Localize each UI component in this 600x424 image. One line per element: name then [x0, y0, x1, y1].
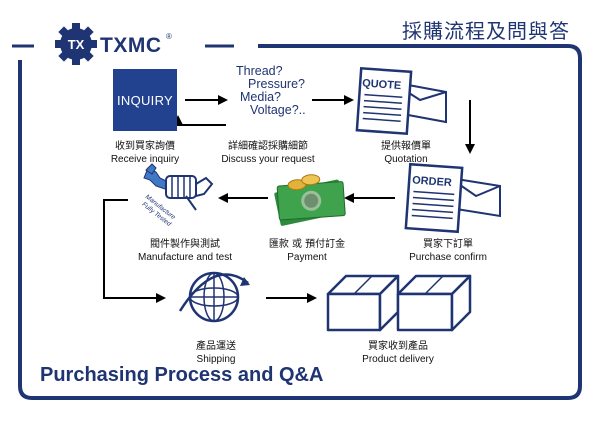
- question-pressure: Pressure?: [248, 77, 305, 91]
- logo-gear-icon: TX: [55, 23, 97, 65]
- flow-arrows: [103, 95, 475, 303]
- arrow-manufacture-to-shipping: [103, 199, 166, 303]
- order-document-icon: ORDER: [404, 162, 501, 234]
- caption-shipping-zh: 產品運送: [196, 341, 236, 352]
- outer-frame: [18, 44, 582, 400]
- manufacture-icon: Manufacture Fully Tested: [140, 163, 214, 228]
- globe-icon: [178, 271, 250, 323]
- order-label: ORDER: [412, 174, 453, 189]
- caption-order-zh: 買家下訂單: [423, 239, 473, 250]
- caption-quotation: 提供報價單 Quotation: [381, 140, 431, 166]
- caption-manufacture-zh: 閥件製作與測試: [149, 239, 220, 250]
- caption-manufacture-en: Manufacture and test: [138, 252, 232, 263]
- caption-quotation-en: Quotation: [384, 154, 428, 165]
- footer-title: Purchasing Process and Q&A: [40, 364, 324, 386]
- caption-inquiry-zh: 收到買家詢價: [115, 141, 175, 152]
- question-thread: Thread?: [236, 64, 283, 78]
- caption-delivery-zh: 買家收到產品: [367, 341, 428, 352]
- caption-order: 買家下訂單 Purchase confirm: [409, 238, 487, 264]
- cash-icon: [274, 174, 346, 226]
- caption-discuss-zh: 詳細確認採購細節: [228, 141, 308, 152]
- registered-mark: ®: [166, 32, 172, 41]
- caption-shipping-en: Shipping: [196, 354, 236, 365]
- box-icon-2: [396, 274, 472, 332]
- logo-badge-text: TX: [68, 37, 85, 52]
- arrow-discuss-back-to-inquiry: [173, 115, 226, 126]
- caption-payment-en: Payment: [287, 252, 327, 263]
- quote-document-icon: QUOTE: [355, 66, 447, 136]
- caption-discuss: 詳細確認採購細節 Discuss your request: [221, 140, 314, 166]
- brand-name: TXMC: [100, 34, 162, 57]
- question-media: Media?: [240, 90, 281, 104]
- caption-payment: 匯款 或 預付訂金 Payment: [269, 238, 345, 264]
- caption-shipping: 產品運送 Shipping: [196, 340, 236, 366]
- question-voltage: Voltage?..: [250, 103, 306, 117]
- inquiry-box: INQUIRY: [113, 69, 177, 131]
- quote-label: QUOTE: [362, 77, 402, 92]
- caption-order-en: Purchase confirm: [409, 252, 487, 263]
- caption-inquiry-en: Receive inquiry: [110, 154, 180, 165]
- caption-quotation-zh: 提供報價單: [381, 141, 431, 152]
- caption-inquiry: 收到買家詢價 Receive inquiry: [111, 140, 179, 166]
- caption-payment-zh: 匯款 或 預付訂金: [268, 239, 346, 250]
- caption-manufacture: 閥件製作與測試 Manufacture and test: [138, 238, 232, 264]
- page-title-zh: 採購流程及問與答: [402, 19, 570, 43]
- caption-discuss-en: Discuss your request: [221, 154, 315, 165]
- box-icon-1: [326, 274, 400, 332]
- caption-delivery-en: Product delivery: [362, 354, 434, 365]
- inquiry-label: INQUIRY: [116, 92, 174, 108]
- caption-delivery: 買家收到產品 Product delivery: [362, 340, 434, 366]
